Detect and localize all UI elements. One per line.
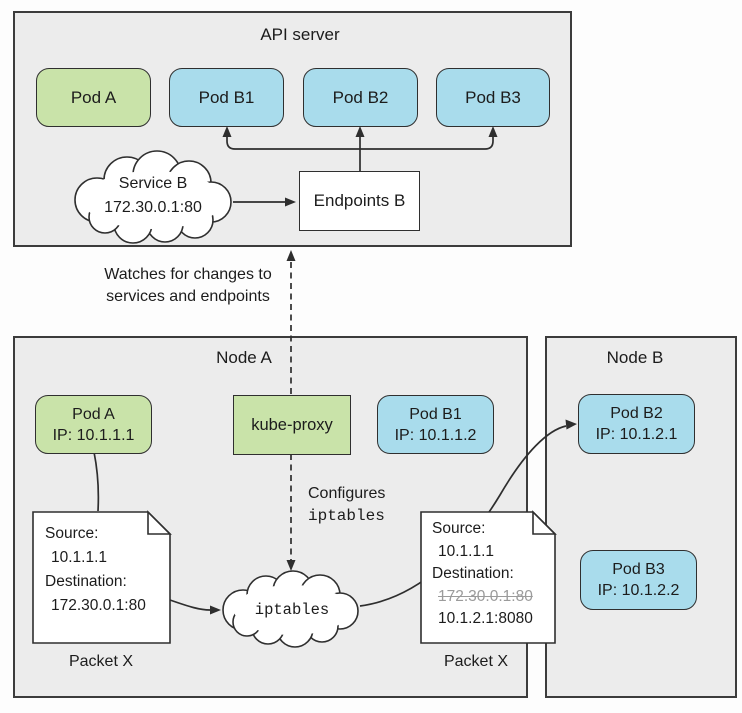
packet-line: 10.1.1.1 — [438, 542, 495, 560]
configures-annotation-line2: iptables — [308, 507, 385, 525]
pod-b1-node-ip: IP: 10.1.1.2 — [394, 426, 477, 444]
watches-annotation-line2: services and endpoints — [106, 288, 270, 305]
service-cloud-text: Service B 172.30.0.1:80 — [82, 172, 224, 220]
packet-line: 172.30.0.1:80 — [51, 597, 146, 614]
pod-b1-api: Pod B1 — [169, 68, 284, 127]
pod-b3-api: Pod B3 — [436, 68, 550, 127]
pod-b2-api-label: Pod B2 — [332, 88, 389, 107]
arrowheads — [210, 126, 577, 615]
pod-b3-node-name: Pod B3 — [612, 561, 665, 578]
kube-proxy-label: kube-proxy — [251, 415, 333, 434]
service-cloud-shape — [74, 150, 232, 244]
kube-proxy-box: kube-proxy — [233, 395, 351, 455]
service-cloud-ip: 172.30.0.1:80 — [104, 199, 202, 216]
packet-line: Destination: — [432, 565, 514, 582]
pod-a-api: Pod A — [36, 68, 151, 127]
node-a-title: Node A — [216, 348, 272, 367]
arrow-iptables-to-podb2 — [359, 425, 567, 607]
pod-b1-api-label: Pod B1 — [198, 88, 255, 107]
pod-b2-node-ip: IP: 10.1.2.1 — [595, 426, 678, 443]
endpoints-b-box: Endpoints B — [299, 171, 420, 231]
pod-a-api-label: Pod A — [70, 88, 117, 107]
packet-original-text: Source: 10.1.1.1 Destination: 172.30.0.1… — [45, 522, 146, 618]
watches-annotation-line1: Watches for changes to — [104, 266, 272, 283]
node-b-title: Node B — [606, 348, 664, 367]
line-poda-to-packet — [93, 451, 100, 512]
packet-translated-label: Packet X — [443, 653, 509, 670]
pod-b2-node: Pod B2 IP: 10.1.2.1 — [578, 394, 695, 454]
packet-translated-text: Source: 10.1.1.1 Destination: 172.30.0.1… — [432, 518, 533, 631]
watches-annotation: Watches for changes to services and endp… — [82, 264, 294, 308]
packet-line: 10.1.2.1:8080 — [438, 610, 533, 627]
packet-doc-translated — [420, 510, 557, 644]
configures-annotation: Configures iptables — [308, 483, 385, 527]
pod-a-node-ip: IP: 10.1.1.1 — [52, 426, 135, 444]
packet-doc-original — [32, 510, 172, 644]
packet-original-label: Packet X — [68, 653, 134, 670]
endpoints-b-label: Endpoints B — [313, 191, 406, 210]
pod-b1-node-name: Pod B1 — [409, 405, 462, 423]
arrow-packet-to-iptables — [169, 599, 211, 611]
pod-a-node-name: Pod A — [72, 405, 115, 423]
packet-line-struck: 172.30.0.1:80 — [438, 587, 533, 605]
configures-annotation-line1: Configures — [308, 485, 386, 502]
pod-b3-node: Pod B3 IP: 10.1.2.2 — [580, 550, 697, 610]
service-cloud-name: Service B — [118, 175, 188, 192]
packet-line: Source: — [45, 525, 99, 542]
packet-line: Source: — [432, 520, 486, 537]
pod-b2-api: Pod B2 — [303, 68, 418, 127]
arrow-endpoints-branch — [226, 136, 494, 150]
iptables-cloud-shape — [222, 570, 359, 648]
pod-b3-api-label: Pod B3 — [465, 88, 521, 107]
packet-line: Destination: — [45, 573, 127, 590]
pod-b3-node-ip: IP: 10.1.2.2 — [597, 582, 680, 599]
pod-a-node: Pod A IP: 10.1.1.1 — [35, 395, 152, 454]
packet-line: 10.1.1.1 — [51, 549, 108, 566]
pod-b2-node-name: Pod B2 — [610, 405, 663, 422]
pod-b1-node: Pod B1 IP: 10.1.1.2 — [377, 395, 494, 454]
api-server-title: API server — [260, 25, 340, 44]
iptables-cloud-text: iptables — [254, 601, 330, 619]
